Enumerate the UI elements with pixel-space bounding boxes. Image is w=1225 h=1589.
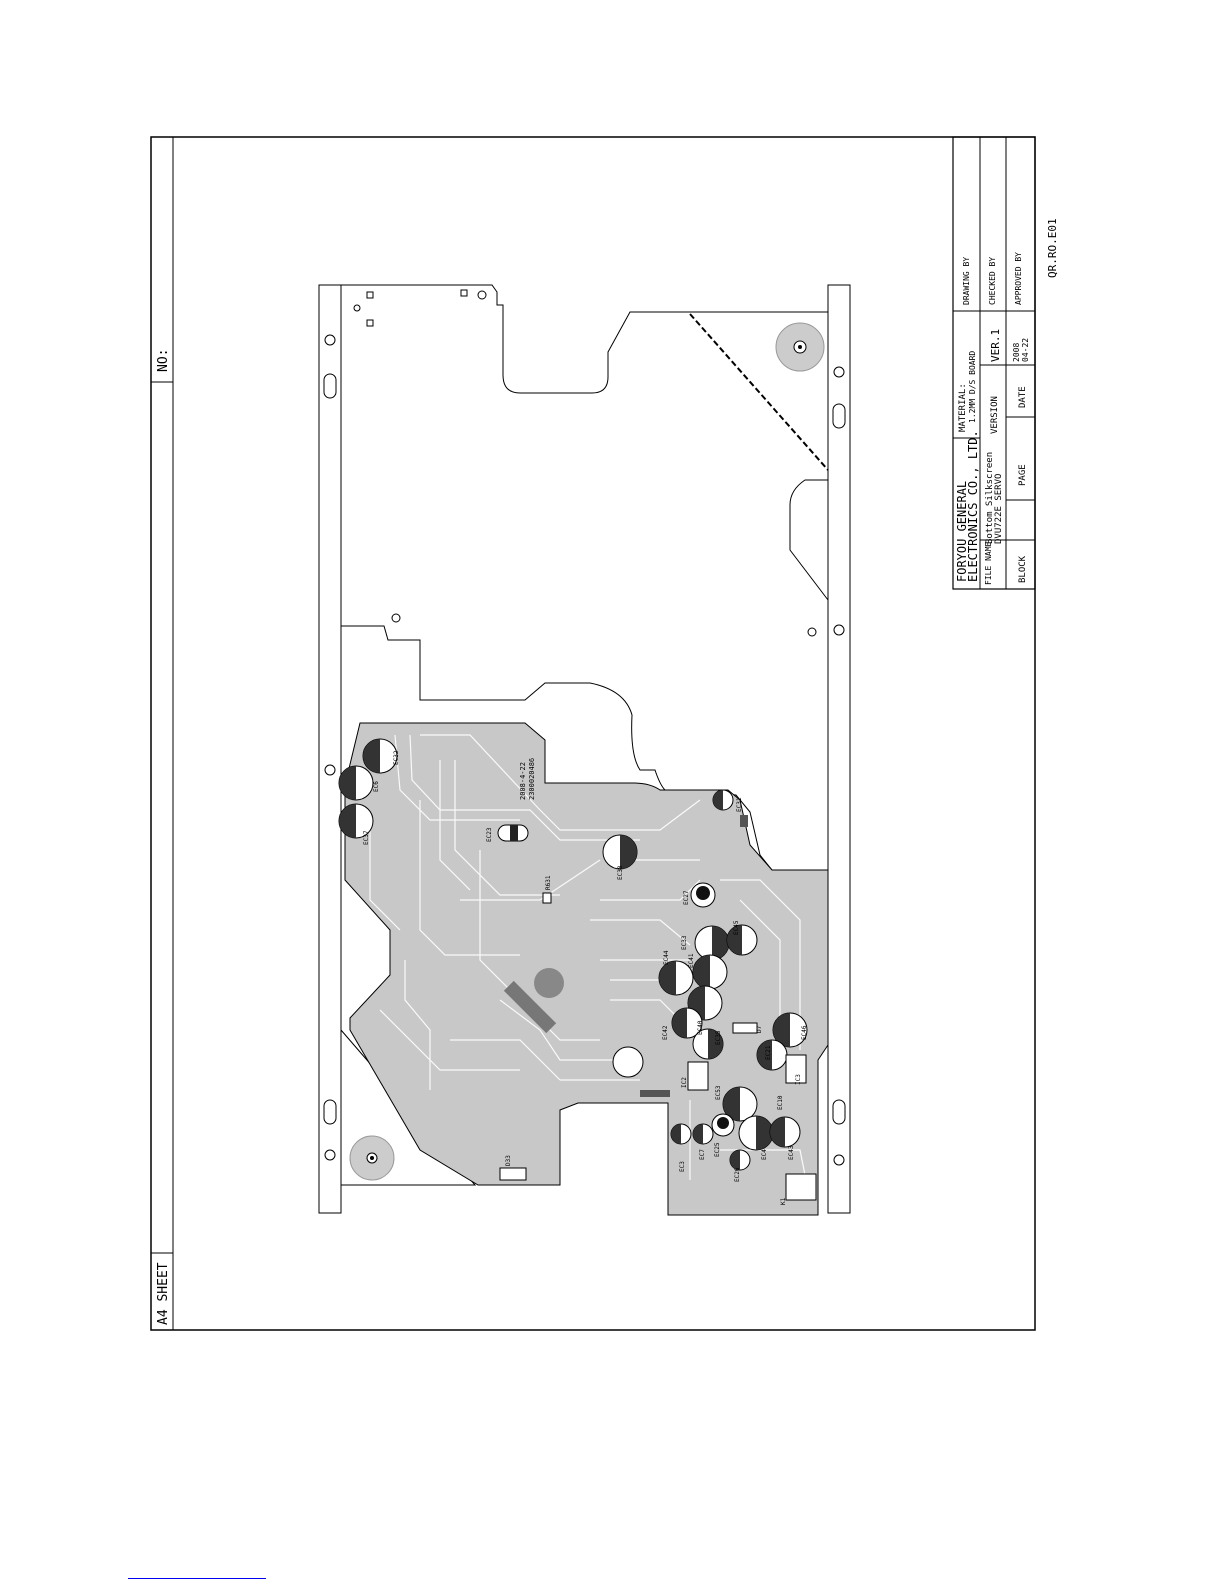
capacitor-ec21 <box>756 1039 788 1071</box>
no-label: NO: <box>156 349 171 372</box>
block-label: BLOCK <box>1018 555 1028 583</box>
component-label-ec26: EC26 <box>734 1167 741 1182</box>
component-label-d7: D7 <box>756 1025 763 1033</box>
component-label-ec21: EC21 <box>765 1045 772 1060</box>
component-label-ec42: EC42 <box>662 1025 669 1040</box>
component-label-ec44: EC44 <box>663 950 670 965</box>
version-label: VERSION <box>990 396 1000 434</box>
component-label-ec46: EC46 <box>801 1025 808 1040</box>
hyperlink-underline <box>128 1578 266 1579</box>
file-name-value2: DVU722E SERVO <box>994 474 1004 544</box>
component-label-d33: D33 <box>505 1155 512 1166</box>
component-label-ec53: EC53 <box>715 1085 722 1100</box>
page-label: PAGE <box>1018 464 1028 486</box>
ic-ic3 <box>785 1054 807 1084</box>
component-label-ec33: EC33 <box>681 935 688 950</box>
capacitor-ec7 <box>692 1123 714 1145</box>
date-label: DATE <box>1018 386 1028 408</box>
capacitor-ec6 <box>338 765 374 801</box>
component-label-ec41: EC41 <box>688 953 695 968</box>
company-name-line2: ELECTRONICS CO., LTD. <box>966 430 980 582</box>
capacitor-ec33 <box>694 925 730 961</box>
component-label-ec45: EC45 <box>733 920 740 935</box>
component-label-ec31: EC31 <box>736 797 743 812</box>
component-label-ic2: IC2 <box>681 1077 688 1088</box>
capacitor-ec3 <box>670 1123 692 1145</box>
component-label-ec7: EC7 <box>699 1149 706 1160</box>
board-date-code: 2008-4-22 <box>519 762 527 800</box>
capacitor-ec25 <box>711 1113 735 1137</box>
component-label-ec32: EC32 <box>393 750 400 765</box>
capacitor-ec27 <box>690 882 716 908</box>
material-label: MATERIAL: <box>958 383 968 432</box>
component-label-ec25: EC25 <box>714 1142 721 1157</box>
material-value: 1.2MM D/S BOARD <box>968 351 977 423</box>
company-name-line1: FORYOU GENERAL <box>955 481 969 582</box>
component-label-ec23: EC23 <box>486 827 493 842</box>
left-rail <box>318 284 342 1214</box>
file-name-label: FILE NAME <box>984 541 993 585</box>
capacitor-ec4 <box>738 1115 774 1151</box>
component-label-r631: R631 <box>545 875 552 890</box>
date-value-day: 04-22 <box>1021 338 1030 362</box>
capacitor-ec43 <box>769 1116 801 1148</box>
ic-ic2 <box>687 1061 709 1091</box>
capacitor-ec23 <box>497 824 529 842</box>
component-label-k1: K1 <box>780 1197 787 1205</box>
capacitor-ec41 <box>692 954 728 990</box>
version-value: VER.1 <box>989 329 1002 362</box>
populated-region <box>344 722 829 1216</box>
capacitor-ec32 <box>362 738 398 774</box>
component-label-ec10: EC10 <box>777 1095 784 1110</box>
component-label-ec35: EC35 <box>715 1030 722 1045</box>
capacitor-ec46 <box>772 1012 808 1048</box>
diode-d33 <box>499 1167 527 1181</box>
checked-by-label: CHECKED BY <box>988 257 997 305</box>
right-rail <box>827 284 851 1214</box>
sheet-frame <box>150 136 1036 1331</box>
file-name-value1: Bottom Silkscreen <box>985 452 995 544</box>
capacitors <box>338 738 808 1171</box>
component-label-ec6: EC6 <box>373 781 380 792</box>
diode-d7 <box>732 1022 758 1034</box>
capacitor-ec31 <box>712 789 734 811</box>
relay-k1 <box>785 1173 817 1201</box>
document-code: QR.RO.E01 <box>1046 218 1059 278</box>
capacitor-ec35 <box>692 1028 724 1060</box>
date-value-year: 2008 <box>1012 343 1021 362</box>
component-label-ec38: EC38 <box>617 865 624 880</box>
sheet-size-label: A4 SHEET <box>156 1262 171 1325</box>
component-label-ec43: EC43 <box>788 1145 795 1160</box>
capacitor-ec26 <box>729 1149 751 1171</box>
capacitor-ec45 <box>726 924 758 956</box>
title-block <box>952 136 1036 590</box>
component-label-ec40: EC40 <box>697 1020 704 1035</box>
component-label-ec3: EC3 <box>679 1161 686 1172</box>
capacitor-ec42 <box>671 1007 703 1039</box>
component-label-ec27: EC27 <box>683 890 690 905</box>
component-label-ec4: EC4 <box>761 1149 768 1160</box>
board-part-number: 2300020486 <box>528 758 536 800</box>
capacitor-ec10 <box>722 1086 758 1122</box>
drawing-by-label: DRAWING BY <box>962 257 971 305</box>
component-label-ic3: IC3 <box>795 1074 802 1085</box>
approved-by-label: APPROVED BY <box>1014 252 1023 305</box>
capacitor-ec44 <box>658 960 694 996</box>
component-label-ec37: EC37 <box>363 830 370 845</box>
capacitor-ec37 <box>338 803 374 839</box>
capacitor-ec38 <box>602 834 638 870</box>
